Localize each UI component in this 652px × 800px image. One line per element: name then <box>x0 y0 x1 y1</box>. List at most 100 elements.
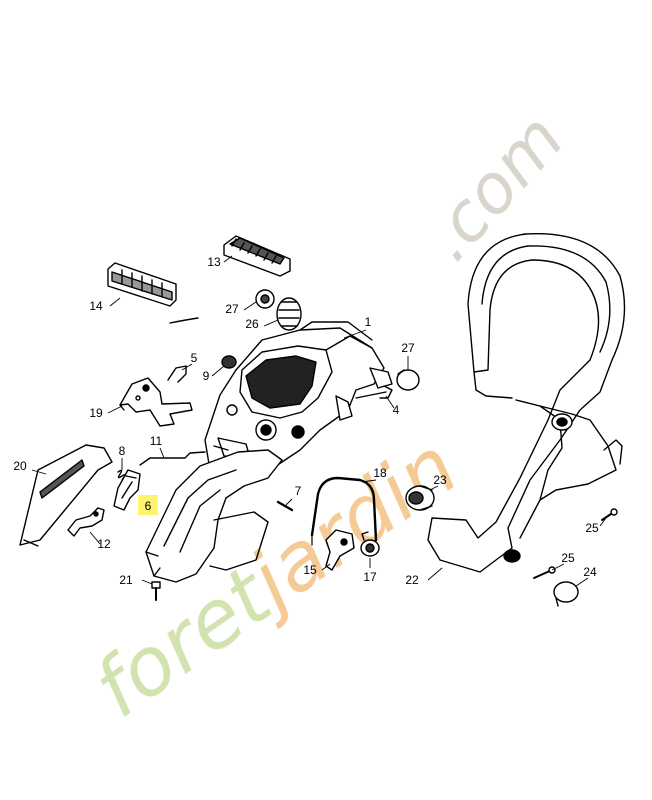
part-19-drawing <box>119 377 193 427</box>
part-number-p18: 18 <box>373 466 387 480</box>
callout-p14: 14 <box>89 297 121 313</box>
callout-p6: 6 <box>145 499 152 513</box>
part-13-drawing <box>223 235 291 277</box>
part-9-drawing <box>221 355 237 369</box>
leader-line-p5 <box>181 363 193 371</box>
leader-line-p19 <box>107 405 123 414</box>
callout-p12: 12 <box>89 531 111 551</box>
leader-line-p18 <box>361 479 377 483</box>
part-6-drawing <box>113 469 141 511</box>
leader-line-p22 <box>427 567 443 581</box>
callout-p1: 1 <box>343 315 372 339</box>
part-number-p7: 7 <box>295 484 302 498</box>
part-22-drawing <box>427 232 626 573</box>
rear-handle-drawing <box>145 449 283 583</box>
leader-line-p15 <box>321 563 331 571</box>
part-number-p26: 26 <box>245 317 259 331</box>
leader-line-p24 <box>575 577 589 587</box>
part-5-drawing <box>167 365 187 383</box>
leader-line-p23 <box>429 485 439 491</box>
callout-p27a: 27 <box>225 301 257 316</box>
drawing <box>19 232 626 607</box>
part-number-p14: 14 <box>89 299 103 313</box>
part-26-drawing <box>276 297 302 331</box>
part-number-p25b: 25 <box>561 551 575 565</box>
callout-p17: 17 <box>363 558 377 584</box>
part-number-p8: 8 <box>119 444 126 458</box>
callout-p9: 9 <box>203 365 225 383</box>
part-6-highlight <box>138 495 158 515</box>
callout-p23: 23 <box>429 473 447 491</box>
part-number-p21: 21 <box>119 573 133 587</box>
part-number-p17: 17 <box>363 570 377 584</box>
leader-line-p13 <box>223 255 233 263</box>
part-17-drawing <box>360 531 380 557</box>
leader-line-p26 <box>263 319 279 327</box>
part-number-p19: 19 <box>89 406 103 420</box>
part-24-drawing <box>553 581 579 607</box>
callout-p15: 15 <box>303 563 331 577</box>
part-21-drawing <box>151 581 161 601</box>
part-number-p25a: 25 <box>585 521 599 535</box>
part-number-p24: 24 <box>583 565 597 579</box>
part-11-drawing <box>139 451 206 466</box>
part-number-p27a: 27 <box>225 302 239 316</box>
callout-p27b: 27 <box>401 341 415 370</box>
part-number-p4: 4 <box>393 403 400 417</box>
part-number-p15: 15 <box>303 563 317 577</box>
callout-p18: 18 <box>361 466 387 483</box>
callout-p13: 13 <box>207 255 233 269</box>
part-number-p5: 5 <box>191 351 198 365</box>
part-7-drawing <box>276 500 294 512</box>
leader-line-p21 <box>141 579 153 585</box>
part-number-p23: 23 <box>433 473 447 487</box>
part-number-p11: 11 <box>150 434 163 448</box>
part-4-drawing <box>355 385 393 399</box>
part-1-drawing <box>204 321 393 479</box>
part-18-drawing <box>310 476 378 546</box>
part-23-drawing <box>405 485 435 511</box>
leader-line-p4 <box>385 395 395 409</box>
callout-p26: 26 <box>245 317 279 331</box>
callout-p20: 20 <box>13 459 47 475</box>
leader-line-p25b <box>551 563 565 571</box>
part-27b-drawing <box>396 369 420 391</box>
part-number-p12: 12 <box>97 537 111 551</box>
leader-line-p7 <box>285 498 293 506</box>
leader-line-p20 <box>31 469 47 475</box>
leader-line-p11 <box>159 447 165 459</box>
callout-p11: 11 <box>150 434 165 459</box>
part-number-p20: 20 <box>13 459 27 473</box>
callout-p24: 24 <box>575 565 597 587</box>
part-25a-drawing <box>601 508 618 521</box>
leader-line-p1 <box>343 329 367 339</box>
part-25b-drawing <box>533 566 556 579</box>
part-number-p13: 13 <box>207 255 221 269</box>
part-number-p22: 22 <box>405 573 419 587</box>
part-number-p1: 1 <box>365 315 372 329</box>
callout-p7: 7 <box>285 484 302 506</box>
part-14-drawing <box>107 262 199 324</box>
callout-p4: 4 <box>385 395 400 417</box>
leader-line-p9 <box>211 365 225 377</box>
part-12-drawing <box>67 507 105 537</box>
part-27a-drawing <box>255 289 275 309</box>
part-15-drawing <box>325 529 355 571</box>
callout-p5: 5 <box>181 351 198 371</box>
callout-p19: 19 <box>89 405 123 420</box>
callout-p21: 21 <box>119 573 153 587</box>
part-20-drawing <box>19 444 113 547</box>
part-number-p6: 6 <box>145 499 152 513</box>
leader-line-p25a <box>599 517 607 527</box>
part-number-p27b: 27 <box>401 341 415 355</box>
leader-line-p12 <box>89 531 101 545</box>
leader-line-p14 <box>109 297 121 307</box>
callout-p8: 8 <box>119 444 126 470</box>
callout-p25b: 25 <box>551 551 575 571</box>
part-number-p9: 9 <box>203 369 210 383</box>
callout-p22: 22 <box>405 567 443 587</box>
leader-line-p27a <box>243 301 257 311</box>
